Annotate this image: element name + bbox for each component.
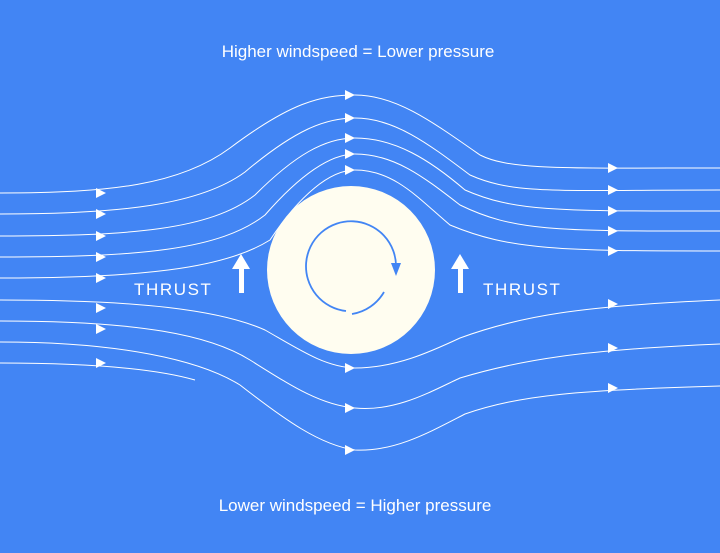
flow-arrowhead (345, 363, 355, 373)
clockwise-rotation-icon (305, 220, 401, 315)
flow-direction-arrows (96, 90, 618, 455)
flow-arrowhead (608, 246, 618, 256)
rotating-cylinder (267, 186, 435, 354)
streamline (0, 94, 720, 194)
flow-arrowhead (345, 165, 355, 175)
flow-arrowhead (96, 209, 106, 219)
flow-arrowhead (345, 113, 355, 123)
flow-arrowhead (608, 206, 618, 216)
flow-arrowhead (96, 358, 106, 368)
flow-arrowhead (96, 188, 106, 198)
flow-arrowhead (96, 303, 106, 313)
streamline (0, 362, 196, 381)
flow-arrowhead (345, 90, 355, 100)
flow-arrowhead (608, 299, 618, 309)
up-arrow-icon (451, 254, 469, 293)
flow-arrowhead (345, 149, 355, 159)
flow-arrowhead (345, 133, 355, 143)
flow-arrowhead (608, 163, 618, 173)
flow-arrowhead (608, 226, 618, 236)
flow-arrowhead (608, 343, 618, 353)
up-arrow-icon (232, 254, 250, 293)
flow-arrowhead (608, 185, 618, 195)
top-caption: Higher windspeed = Lower pressure (222, 42, 495, 61)
flow-arrowhead (96, 324, 106, 334)
flow-arrowhead (96, 273, 106, 283)
flow-arrowhead (96, 231, 106, 241)
streamline (0, 153, 720, 258)
flow-arrowhead (96, 252, 106, 262)
flow-arrowhead (345, 445, 355, 455)
flow-arrowhead (345, 403, 355, 413)
thrust-label-left: THRUST (134, 280, 213, 299)
bottom-caption: Lower windspeed = Higher pressure (219, 496, 492, 515)
flow-arrowhead (608, 383, 618, 393)
thrust-label-right: THRUST (483, 280, 562, 299)
